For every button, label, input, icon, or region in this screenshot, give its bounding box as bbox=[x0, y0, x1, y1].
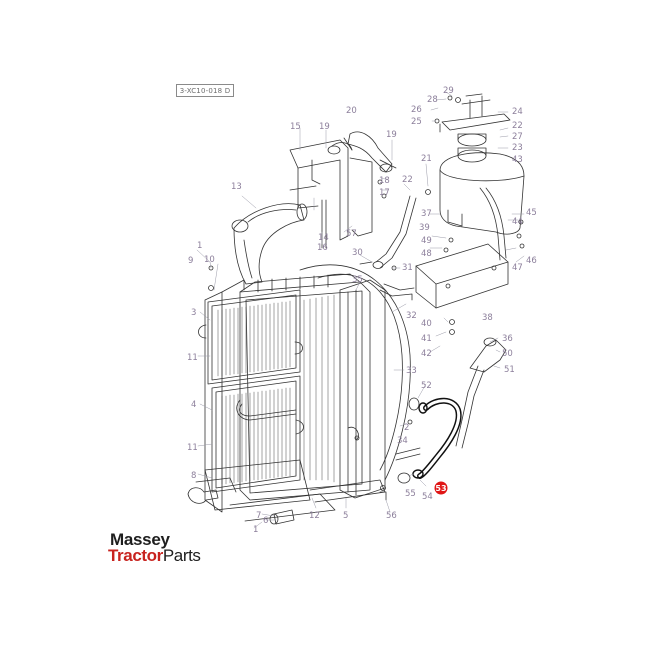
highlighted-part-marker: 53 bbox=[434, 481, 448, 495]
callout-leader-lines bbox=[196, 91, 525, 529]
callout-41: 41 bbox=[421, 334, 432, 344]
bypass-pipe bbox=[359, 195, 417, 301]
lower-radiator-hose-53 bbox=[412, 397, 462, 479]
tank-mounting-bracket bbox=[439, 95, 511, 133]
lower-return-pipe bbox=[455, 337, 507, 449]
callout-1a: 1 bbox=[197, 241, 202, 251]
callout-6: 6 bbox=[263, 516, 268, 526]
callout-21: 21 bbox=[421, 154, 432, 164]
callout-50: 50 bbox=[502, 349, 513, 359]
callout-45: 45 bbox=[526, 208, 537, 218]
callout-34: 34 bbox=[397, 436, 408, 446]
callout-48: 48 bbox=[421, 249, 432, 259]
callout-27: 27 bbox=[512, 132, 523, 142]
callout-4: 4 bbox=[191, 400, 196, 410]
callout-42: 42 bbox=[421, 349, 432, 359]
callout-13: 13 bbox=[231, 182, 242, 192]
callout-25: 25 bbox=[411, 117, 422, 127]
callout-36: 36 bbox=[502, 334, 513, 344]
callout-51: 51 bbox=[504, 365, 515, 375]
callout-33: 33 bbox=[406, 366, 417, 376]
diagram-reference-code: 3-XC10-018 D bbox=[176, 84, 234, 97]
callout-47: 47 bbox=[512, 263, 523, 273]
callout-32: 32 bbox=[406, 311, 417, 321]
callout-16: 16 bbox=[317, 243, 328, 253]
brand-logo: Massey TractorParts bbox=[108, 530, 248, 572]
callout-28: 28 bbox=[427, 95, 438, 105]
callout-54: 54 bbox=[422, 492, 433, 502]
callout-35: 35 bbox=[352, 275, 363, 285]
callout-7: 7 bbox=[256, 511, 261, 521]
callout-46: 46 bbox=[526, 256, 537, 266]
callout-8: 8 bbox=[191, 471, 196, 481]
callout-12: 12 bbox=[309, 511, 320, 521]
hose-clamps bbox=[347, 397, 421, 484]
brand-logo-parts: Parts bbox=[162, 546, 201, 565]
callout-15: 15 bbox=[290, 122, 301, 132]
callout-19b: 19 bbox=[386, 130, 397, 140]
callout-44: 44 bbox=[512, 217, 523, 227]
callout-11b: 11 bbox=[187, 443, 198, 453]
callout-labels: 29 28 26 24 25 22 27 23 43 20 15 19 19 2… bbox=[187, 86, 537, 535]
bottom-fittings bbox=[187, 477, 387, 525]
callout-31: 31 bbox=[402, 263, 413, 273]
expansion-tank bbox=[439, 133, 525, 261]
radiator-core-fins bbox=[217, 294, 335, 485]
callout-49: 49 bbox=[421, 236, 432, 246]
brand-logo-line1: Massey bbox=[110, 530, 170, 549]
callout-22b: 22 bbox=[402, 175, 413, 185]
callout-1b: 1 bbox=[253, 525, 258, 535]
charge-air-hose bbox=[231, 203, 308, 285]
callout-24: 24 bbox=[512, 107, 523, 117]
brand-logo-line2: TractorParts bbox=[108, 546, 201, 566]
callout-52: 52 bbox=[421, 381, 432, 391]
callout-2: 2 bbox=[404, 423, 409, 433]
callout-55: 55 bbox=[405, 489, 416, 499]
callout-5: 5 bbox=[343, 511, 348, 521]
callout-56: 56 bbox=[386, 511, 397, 521]
callout-43: 43 bbox=[512, 155, 523, 165]
callout-37: 37 bbox=[421, 209, 432, 219]
upper-radiator-hose bbox=[327, 131, 397, 173]
callout-39: 39 bbox=[419, 223, 430, 233]
callout-18: 18 bbox=[379, 176, 390, 186]
callout-20: 20 bbox=[346, 106, 357, 116]
radiator-frame bbox=[204, 264, 411, 522]
fasteners bbox=[208, 93, 525, 441]
callout-11a: 11 bbox=[187, 353, 198, 363]
callout-19a: 19 bbox=[319, 122, 330, 132]
brand-logo-tractor: Tractor bbox=[108, 546, 163, 565]
callout-17: 17 bbox=[379, 188, 390, 198]
callout-57: 57 bbox=[346, 229, 357, 239]
upper-bracket bbox=[289, 139, 373, 249]
highlighted-part-number: 53 bbox=[435, 484, 446, 493]
callout-14: 14 bbox=[318, 233, 329, 243]
callout-10: 10 bbox=[204, 255, 215, 265]
tank-support-bracket bbox=[415, 243, 509, 309]
callout-26: 26 bbox=[411, 105, 422, 115]
callout-40: 40 bbox=[421, 319, 432, 329]
callout-38: 38 bbox=[482, 313, 493, 323]
callout-23: 23 bbox=[512, 143, 523, 153]
callout-22: 22 bbox=[512, 121, 523, 131]
callout-29: 29 bbox=[443, 86, 454, 96]
callout-9: 9 bbox=[188, 256, 193, 266]
cooler-pipes bbox=[198, 324, 304, 435]
callout-30: 30 bbox=[352, 248, 363, 258]
callout-3: 3 bbox=[191, 308, 196, 318]
